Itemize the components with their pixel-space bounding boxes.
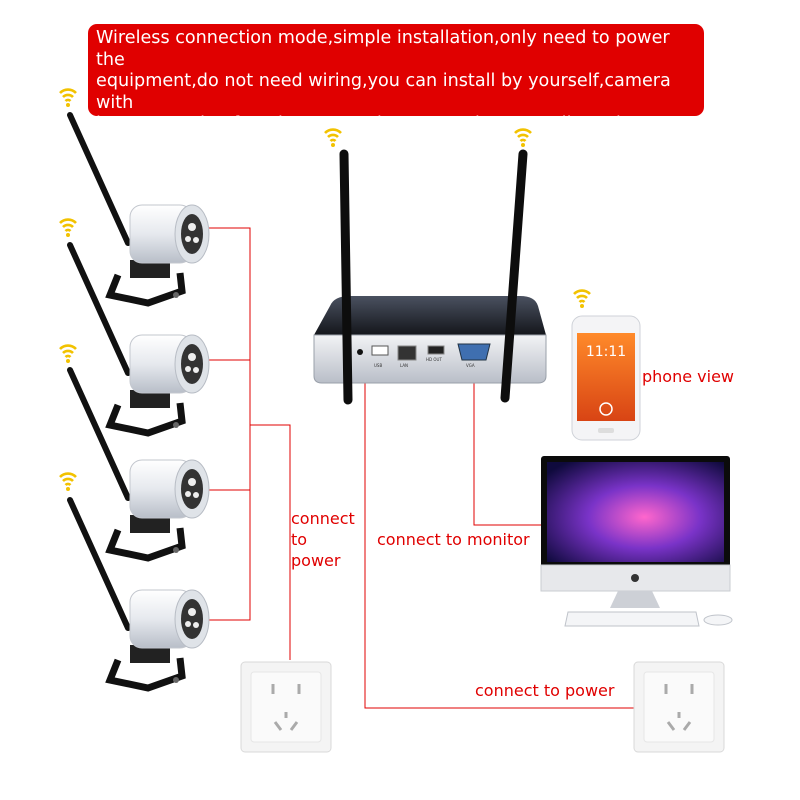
power-socket-icon xyxy=(632,660,726,754)
wifi-signal-icon xyxy=(58,472,78,493)
connect-to-power-left-line-2: to xyxy=(291,530,308,549)
wifi-signal-icon xyxy=(58,218,78,239)
power-socket-icon xyxy=(239,660,333,754)
banner-line-3: its own routing function,no need router,… xyxy=(96,114,621,156)
wifi-signal-icon xyxy=(572,289,592,310)
connect-to-power-left-line-1: connect xyxy=(291,509,355,528)
nvr-port-labels: USB LAN HD OUT VGA xyxy=(374,357,475,368)
wifi-signal-icon xyxy=(58,344,78,365)
nvr-port-usb: USB xyxy=(374,363,382,368)
banner-line-2: equipment,do not need wiring,you can ins… xyxy=(96,71,671,113)
connect-to-power-left-line-3: power xyxy=(291,551,341,570)
imac-monitor-icon xyxy=(540,456,731,608)
phone-view-label: phone view xyxy=(642,367,734,386)
keyboard-icon xyxy=(564,611,700,627)
connect-to-monitor-label: connect to monitor xyxy=(377,530,530,549)
wifi-signal-icon xyxy=(323,128,343,149)
nvr-port-lan: LAN xyxy=(400,363,408,368)
wifi-signal-icon xyxy=(513,128,533,149)
bullet-camera-icon xyxy=(70,115,209,303)
wifi-signal-icon xyxy=(58,88,78,109)
smartphone-icon: 11:11 xyxy=(571,315,641,441)
nvr-port-vga: VGA xyxy=(466,363,475,368)
nvr-recorder-icon xyxy=(313,149,547,405)
mouse-icon xyxy=(703,614,733,626)
connect-to-power-right-label: connect to power xyxy=(475,681,615,700)
phone-clock: 11:11 xyxy=(586,344,626,360)
banner-line-1: Wireless connection mode,simple installa… xyxy=(96,28,670,70)
nvr-port-hd-out: HD OUT xyxy=(426,357,442,362)
